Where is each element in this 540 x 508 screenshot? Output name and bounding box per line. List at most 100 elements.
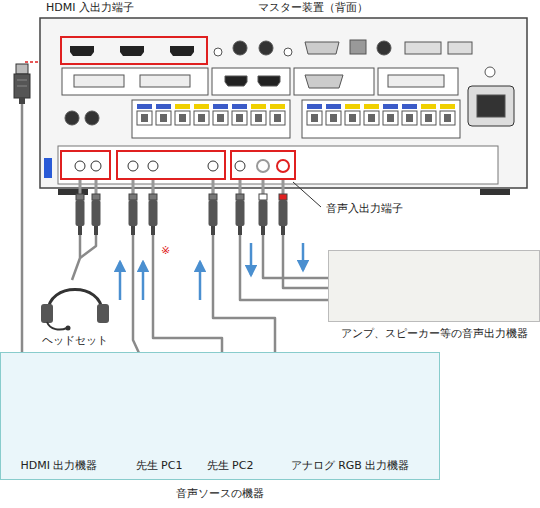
node-label: HDMI 出力機器 [21, 459, 98, 472]
port-highlight [61, 151, 110, 179]
audio-plug [211, 226, 215, 235]
audio-plug [279, 200, 288, 226]
rear-connector [477, 95, 505, 117]
headset-icon [48, 290, 102, 313]
headset: ヘッドセット [35, 280, 115, 348]
lan-port [156, 111, 171, 125]
audio-jack [148, 161, 158, 171]
lan-port [236, 114, 243, 122]
flow-arrow [119, 262, 122, 300]
rgb-output-laptop: アナログ RGB 出力機器 [286, 393, 414, 473]
lan-port [141, 114, 148, 122]
rear-connector [74, 75, 124, 87]
lan-port [137, 104, 152, 109]
audio-output-devices: アンプ、スピーカー等の音声出力機器 [328, 250, 540, 322]
hdmi-port-group: HDMI 入出力端子 [60, 36, 208, 65]
lan-port [307, 111, 322, 125]
node-label: 先生 PC1 [136, 459, 183, 472]
device-body [40, 18, 527, 195]
lan-port [330, 114, 337, 122]
blue-switch [44, 158, 52, 178]
lan-port [402, 111, 417, 125]
rear-connector [485, 67, 495, 77]
rear-connector [62, 68, 208, 95]
device-body [40, 18, 527, 188]
rear-connector [225, 76, 247, 86]
rear-connector [448, 42, 472, 54]
lan-port [251, 104, 266, 109]
node-label: マスター装置（背面） [258, 1, 368, 14]
audio-plug [76, 200, 85, 226]
node-label: HDMI 入出力端子 [46, 1, 134, 14]
lan-port [232, 111, 247, 125]
rear-connector [65, 111, 79, 125]
hdmi-output-device: HDMI 出力機器 [9, 421, 109, 473]
audio-plug [239, 180, 242, 194]
rear-connector [214, 48, 222, 56]
rear-connector [85, 111, 99, 125]
lan-port [217, 114, 224, 122]
rear-connector [305, 75, 343, 88]
audio-plug [129, 194, 137, 200]
rear-connector [62, 40, 514, 138]
audio-plug [152, 180, 155, 194]
rear-connector [378, 68, 458, 95]
lan-port [402, 104, 417, 109]
lan-port [194, 104, 209, 109]
leader-line [293, 182, 321, 207]
rear-connector [233, 41, 247, 55]
rear-connector [212, 68, 290, 95]
lan-port [345, 111, 360, 125]
port-highlight [117, 151, 225, 179]
headset-icon [47, 322, 67, 330]
lan-port [311, 114, 318, 122]
lan-port [232, 104, 247, 109]
cable-connector [120, 181, 145, 366]
audio-plug [79, 180, 82, 194]
audio-plug [94, 226, 98, 235]
rear-connector [140, 75, 190, 87]
hdmi-port [120, 46, 144, 56]
lan-port [270, 111, 285, 125]
hdmi-port [70, 46, 194, 56]
lan-port [383, 104, 398, 109]
node-label: アンプ、スピーカー等の音声出力機器 [341, 327, 528, 340]
rear-connector [388, 75, 444, 87]
master-device: マスター装置（背面）HDMI 入出力端子音声入出力端子 [40, 18, 527, 188]
teacher-pc: 先生 PC2 [197, 373, 263, 473]
lan-port [255, 114, 262, 122]
lan-port [425, 114, 432, 122]
headset-icon [41, 290, 109, 331]
audio-jack [75, 160, 289, 172]
lan-port [307, 104, 322, 109]
audio-jack [208, 161, 218, 171]
rear-connector [350, 40, 366, 54]
lan-port [444, 114, 451, 122]
audio-plug [76, 180, 288, 235]
lan-port [179, 114, 186, 122]
node-label: 先生 PC2 [207, 459, 254, 472]
hdmi-plug [14, 64, 30, 104]
audio-plug [92, 194, 100, 200]
audio-plug [259, 194, 267, 200]
lan-port [274, 114, 281, 122]
node-label: ヘッドセット [42, 334, 108, 347]
lan-port [364, 111, 379, 125]
hdmi-port [170, 46, 194, 56]
rear-connector [305, 42, 339, 54]
lan-port [326, 111, 341, 125]
audio-plug [279, 194, 287, 200]
hdmi-plug [17, 86, 27, 87]
audio-plug [262, 180, 265, 194]
headset-icon [41, 304, 53, 323]
port-highlight [231, 151, 295, 179]
cable-connector [143, 181, 222, 373]
audio-plug [281, 226, 285, 235]
flow-arrow [142, 262, 145, 300]
audio-plug [132, 180, 135, 194]
port-highlight [61, 151, 295, 179]
lan-port [383, 111, 398, 125]
flow-arrow [250, 243, 253, 275]
audio-plug [76, 194, 84, 200]
audio-plug [236, 194, 244, 200]
